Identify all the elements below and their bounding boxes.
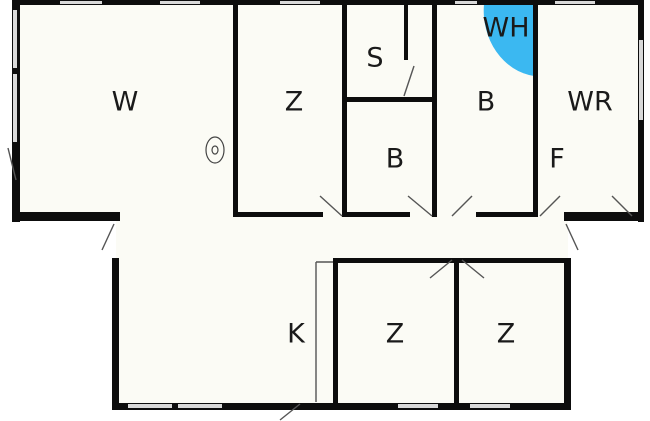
window-left-2 bbox=[13, 74, 17, 142]
door-s[interactable] bbox=[403, 65, 415, 97]
wall-z-middle bbox=[454, 258, 459, 410]
fireplace-icon bbox=[205, 136, 225, 164]
wall-s-b-horizontal bbox=[342, 97, 436, 102]
room-label-s: S bbox=[366, 43, 383, 74]
door-left-exterior[interactable] bbox=[7, 147, 17, 181]
door-hall-right[interactable] bbox=[565, 223, 579, 251]
wall-top-wing-bottom-3 bbox=[476, 212, 538, 217]
wall-z-left bbox=[333, 258, 338, 410]
door-b-right[interactable] bbox=[451, 195, 473, 217]
room-label-b-small: B bbox=[386, 144, 405, 175]
door-right-exterior[interactable] bbox=[611, 195, 633, 217]
wall-top bbox=[12, 0, 642, 5]
window-bottom-1 bbox=[128, 404, 172, 408]
wall-z-s-divider bbox=[342, 0, 347, 217]
wall-w-z-divider bbox=[233, 0, 238, 217]
door-z-top[interactable] bbox=[319, 195, 343, 217]
room-label-w: W bbox=[112, 87, 139, 118]
window-bottom-4 bbox=[470, 404, 510, 408]
doors bbox=[7, 65, 633, 421]
window-bottom-3 bbox=[398, 404, 438, 408]
floor-bottom-wing bbox=[116, 258, 568, 408]
room-label-z-bottom-left: Z bbox=[386, 319, 405, 350]
room-label-b-right: B bbox=[477, 87, 496, 118]
wall-top-wing-bottom-2 bbox=[342, 212, 410, 217]
room-label-wh: WH bbox=[483, 13, 530, 44]
room-label-z-bottom-right: Z bbox=[497, 319, 516, 350]
window-left-1 bbox=[13, 10, 17, 68]
wall-bottom bbox=[112, 403, 570, 410]
wall-left-step bbox=[12, 212, 120, 221]
door-b-small[interactable] bbox=[407, 195, 433, 217]
window-bottom-2 bbox=[178, 404, 222, 408]
wall-s-closet bbox=[404, 0, 408, 60]
room-label-wr: WR bbox=[567, 87, 612, 118]
window-top-1 bbox=[60, 1, 102, 4]
window-right-1 bbox=[639, 40, 643, 120]
wall-right-step bbox=[564, 212, 644, 221]
door-k-front[interactable] bbox=[279, 403, 301, 421]
floor-hallway bbox=[116, 214, 568, 264]
wall-b-divider bbox=[432, 0, 437, 217]
wall-top-wing-bottom-1 bbox=[233, 212, 323, 217]
room-label-f: F bbox=[549, 144, 565, 175]
floor-top-wing bbox=[14, 4, 642, 216]
window-top-5 bbox=[555, 1, 595, 4]
water-heater-icon bbox=[483, 4, 534, 76]
wall-right-bottom bbox=[564, 258, 571, 410]
window-top-2 bbox=[160, 1, 200, 4]
room-label-z-top: Z bbox=[285, 87, 304, 118]
door-z-bottom-right[interactable] bbox=[461, 259, 485, 279]
window-top-3 bbox=[280, 1, 320, 4]
windows bbox=[13, 1, 643, 408]
floor-area bbox=[14, 4, 642, 408]
room-label-k: K bbox=[287, 319, 306, 350]
wall-b-wr-divider bbox=[533, 0, 538, 217]
window-top-4 bbox=[455, 1, 477, 4]
wall-left-bottom bbox=[112, 258, 119, 410]
door-z-bottom-left[interactable] bbox=[429, 259, 453, 279]
door-w-lower[interactable] bbox=[101, 223, 115, 251]
door-wr[interactable] bbox=[539, 195, 561, 217]
